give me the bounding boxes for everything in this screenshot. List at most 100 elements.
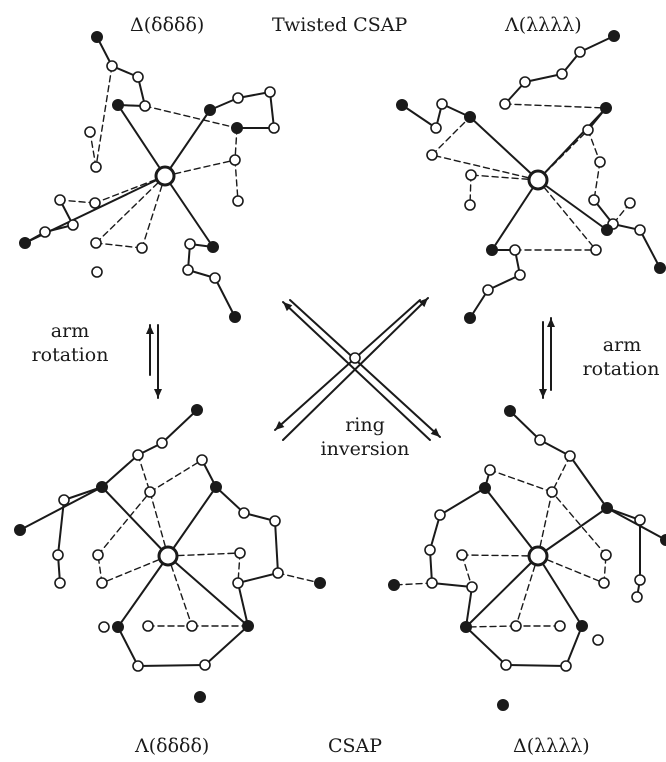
open-atom [185,239,195,249]
back-bond [96,243,142,248]
open-atom [625,198,635,208]
metal-bond [538,556,582,626]
ring-bond [162,410,197,443]
ring-bond [466,627,506,665]
open-atom [85,127,95,137]
molecule-csap-lambda-dddd [15,405,326,703]
ring-bond [402,105,436,128]
bottom-title: CSAP [328,735,382,757]
open-atom [575,47,585,57]
ring-bond [570,456,607,508]
open-atom [187,621,197,631]
filled-atom [113,100,124,111]
open-atom [535,435,545,445]
open-atom [59,495,69,505]
open-atom [593,635,603,645]
left-arm-rotation-arrow-up-head [146,325,154,334]
top-title: Twisted CSAP [272,14,407,36]
filled-atom [232,123,243,134]
filled-atom [211,482,222,493]
filled-atom [192,405,203,416]
back-bond [145,106,237,128]
metal-bond [470,117,538,180]
open-atom [635,225,645,235]
open-atom [145,487,155,497]
molecule-csap-delta-llll [389,406,666,711]
metal-back-bond [168,553,240,556]
ring-inversion-label-line2: inversion [300,438,430,460]
open-atom [270,516,280,526]
open-atom [425,545,435,555]
metal-bond [485,488,538,556]
open-atom [437,99,447,109]
open-atom [431,123,441,133]
filled-atom [20,238,31,249]
open-atom [591,245,601,255]
metal-back-bond [165,160,235,176]
metal-atom [156,167,174,185]
open-atom [511,621,521,631]
open-atom [140,101,150,111]
filled-atom [208,242,219,253]
ring-bond [640,230,660,268]
open-atom [555,621,565,631]
filled-atom [601,103,612,114]
open-atom [583,125,593,135]
ring-bond [118,627,138,666]
ring-bond [566,626,582,666]
open-atom [93,550,103,560]
open-atom [133,72,143,82]
ring-bond [432,583,472,587]
open-atom [143,621,153,631]
left-arm-rotation-label-line1: arm [30,320,110,342]
open-atom [510,245,520,255]
molecule-twisted-csap-lambda-llll [397,31,666,324]
open-atom [55,195,65,205]
open-atom [230,155,240,165]
open-atom [589,195,599,205]
metal-bond [165,176,213,247]
open-atom [107,61,117,71]
metal-atom [159,547,177,565]
right-arm-rotation-label-line2: rotation [576,358,666,380]
ring-bond [205,626,248,665]
top-right-isomer-label: Λ(λλλλ) [505,14,582,36]
open-atom [466,170,476,180]
metal-back-bond [538,130,588,180]
back-bond [552,492,606,555]
open-atom [183,265,193,275]
filled-atom [498,700,509,711]
metal-back-bond [95,176,165,203]
ring-bond [440,488,485,515]
metal-bond [492,180,538,250]
open-atom [40,227,50,237]
open-atom [55,578,65,588]
filled-atom [577,621,588,632]
open-atom [91,162,101,172]
open-atom [520,77,530,87]
filled-atom [315,578,326,589]
filled-atom [602,503,613,514]
open-atom [90,198,100,208]
open-atom [599,578,609,588]
filled-atom [397,100,408,111]
open-atom [427,150,437,160]
metal-bond [118,556,168,627]
back-bond [98,492,150,555]
metal-back-bond [462,555,538,556]
open-atom [200,660,210,670]
open-atom [635,575,645,585]
filled-atom [465,112,476,123]
open-atom [457,550,467,560]
back-bond [490,470,552,492]
back-bond [278,573,320,583]
right-arm-rotation-label-line1: arm [582,334,662,356]
metal-atom [529,171,547,189]
open-atom [239,508,249,518]
open-atom [485,465,495,475]
back-bond [552,456,570,492]
open-atom [501,660,511,670]
ring-bond [510,411,540,440]
